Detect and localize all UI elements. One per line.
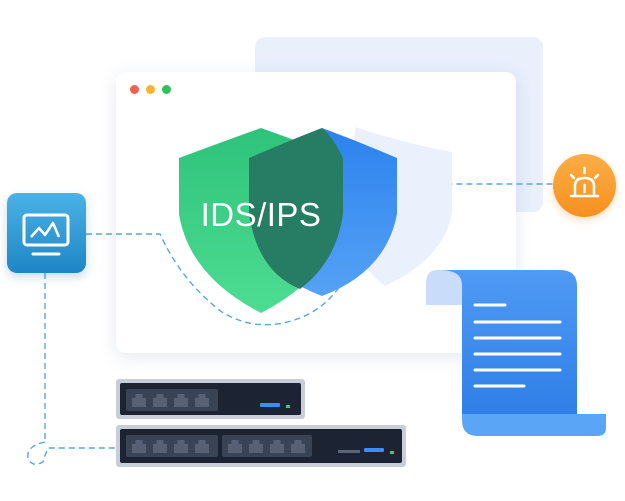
ethernet-port — [270, 440, 284, 453]
maximize-dot — [162, 85, 171, 94]
shield-graphic — [179, 127, 452, 313]
close-dot — [130, 85, 139, 94]
ethernet-port — [195, 394, 209, 407]
monitor-icon — [22, 213, 70, 256]
minimize-dot — [146, 85, 155, 94]
ethernet-port — [132, 394, 146, 407]
status-led-blue — [364, 448, 384, 452]
switch-face — [120, 383, 301, 415]
ethernet-port — [132, 440, 146, 453]
status-led-green — [286, 405, 290, 408]
connector-loop — [27, 441, 116, 465]
shield-overlap — [249, 128, 343, 289]
ethernet-port — [174, 440, 188, 453]
ethernet-port — [249, 440, 263, 453]
status-led-blue — [260, 403, 280, 407]
ethernet-port — [153, 394, 167, 407]
status-led-green — [390, 451, 394, 454]
shield-label: IDS/IPS — [200, 196, 322, 233]
status-led-gray — [338, 450, 360, 453]
ethernet-port — [153, 440, 167, 453]
port-group — [126, 435, 218, 457]
monitor-tile — [7, 193, 86, 273]
network-switch-top — [116, 379, 305, 419]
ethernet-port — [174, 394, 188, 407]
ethernet-port — [195, 440, 209, 453]
network-switch-bottom — [116, 425, 406, 467]
ethernet-port — [291, 440, 305, 453]
siren-icon — [569, 166, 600, 198]
log-document-icon — [426, 270, 606, 436]
port-group — [222, 435, 312, 457]
port-group — [126, 389, 218, 411]
alarm-badge — [553, 154, 616, 217]
document-text-lines — [473, 303, 562, 388]
document-bottom-curl — [462, 414, 606, 436]
switch-face — [120, 429, 402, 463]
document-back-curl — [426, 270, 462, 305]
ethernet-port — [228, 440, 242, 453]
